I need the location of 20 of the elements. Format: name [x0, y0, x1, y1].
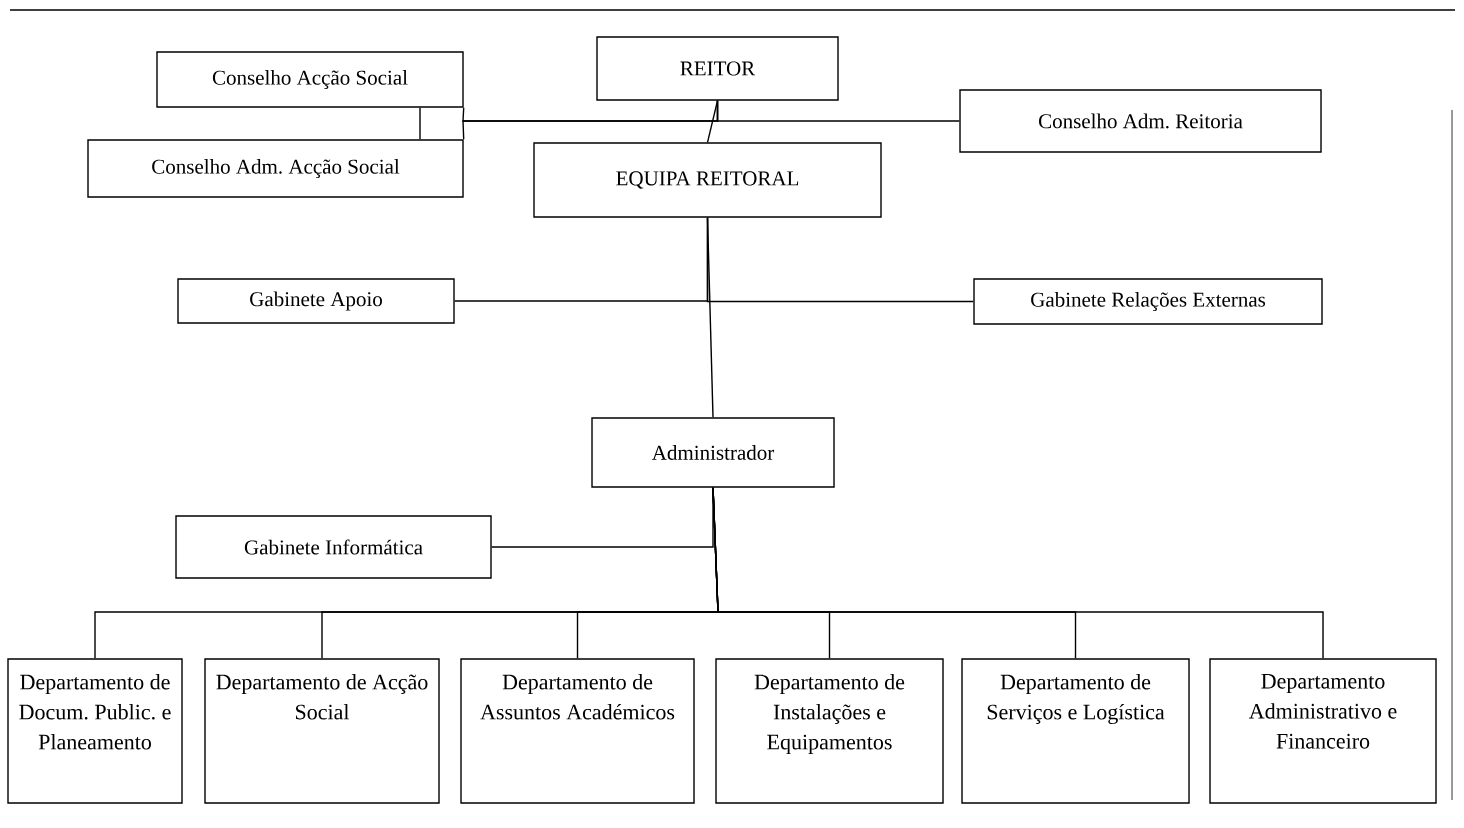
- org-box: Administrador: [591, 417, 835, 488]
- connector-line: [419, 107, 421, 140]
- department-box: Departamento de Acção Social: [204, 658, 440, 804]
- org-box: EQUIPA REITORAL: [533, 142, 882, 218]
- org-box: Gabinete Apoio: [177, 278, 455, 324]
- department-box: Departamento de Assuntos Académicos: [460, 658, 695, 804]
- connector-line: [712, 487, 1324, 659]
- department-box: Departamento Administrativo e Financeiro: [1209, 658, 1437, 804]
- connector-line: [706, 217, 974, 303]
- org-box: REITOR: [596, 36, 839, 101]
- department-box: Departamento de Docum. Public. e Planeamento: [7, 658, 183, 804]
- org-box: Conselho Adm. Acção Social: [87, 139, 464, 198]
- org-box: Gabinete Relações Externas: [973, 278, 1323, 325]
- org-box: Gabinete Informática: [175, 515, 492, 579]
- org-box: Conselho Acção Social: [156, 51, 464, 108]
- department-box: Departamento de Instalações e Equipamentos: [715, 658, 944, 804]
- connector-line: [716, 100, 960, 122]
- org-box: Conselho Adm. Reitoria: [959, 89, 1322, 153]
- connector-line: [706, 100, 719, 143]
- department-box: Departamento de Serviços e Logística: [961, 658, 1190, 804]
